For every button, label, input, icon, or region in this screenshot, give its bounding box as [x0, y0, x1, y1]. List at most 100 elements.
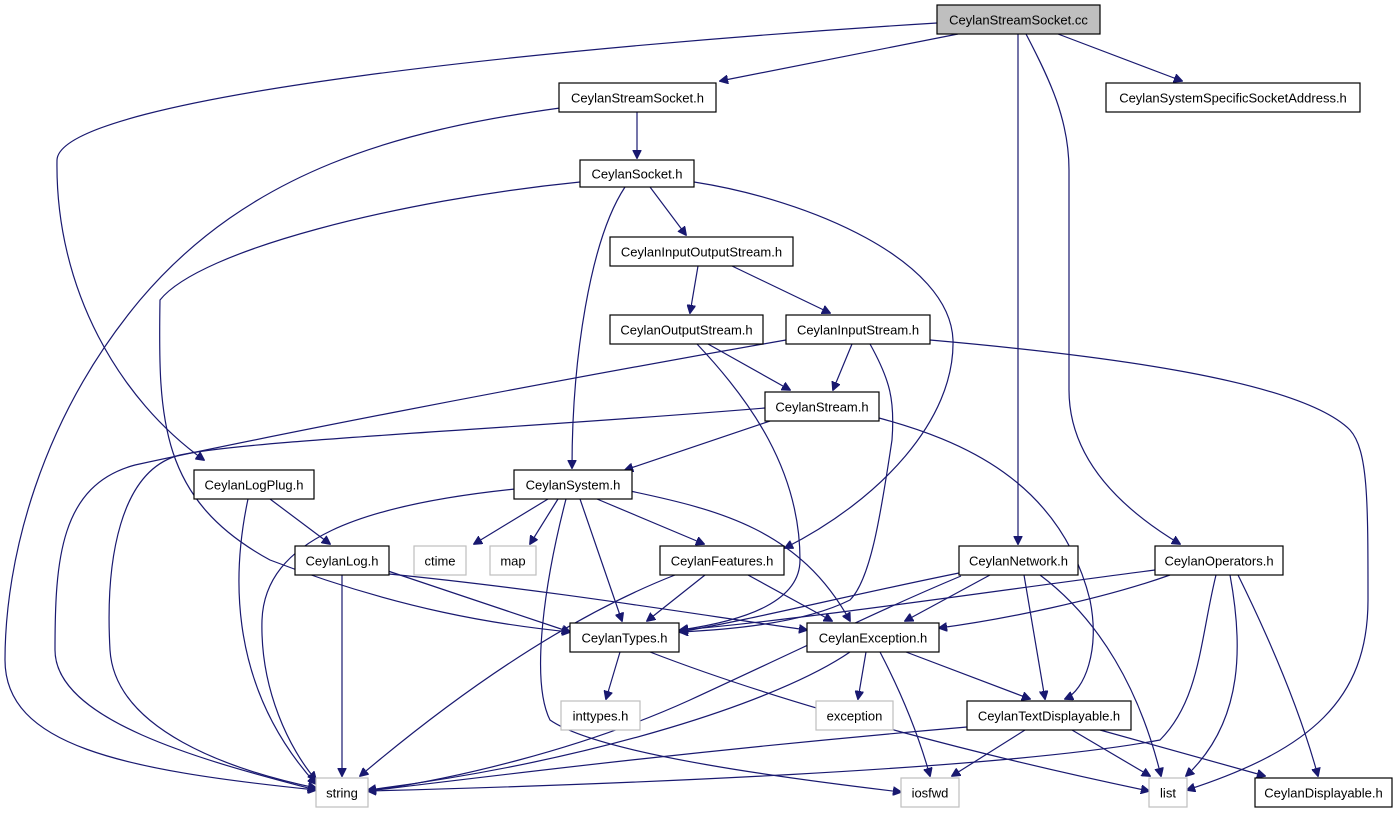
node-label-ctime: ctime [424, 554, 455, 569]
node-label-stream: CeylanStream.h [775, 400, 868, 415]
node-streamSocketH[interactable]: CeylanStreamSocket.h [558, 82, 717, 113]
edge-inStream-to-types [680, 343, 894, 632]
node-box-streamSocketH [558, 82, 717, 113]
node-ioStream[interactable]: CeylanInputOutputStream.h [609, 236, 794, 267]
node-box-log [294, 545, 390, 576]
edge-cc-to-operators [1025, 33, 1180, 544]
node-list: list [1148, 777, 1188, 808]
node-box-ctime [413, 545, 467, 576]
edge-system-to-ctime [474, 498, 549, 544]
node-cc[interactable]: CeylanStreamSocket.cc [936, 4, 1101, 35]
node-system[interactable]: CeylanSystem.h [513, 469, 633, 500]
node-outStream[interactable]: CeylanOutputStream.h [609, 314, 764, 345]
edge-log-to-types [387, 570, 570, 632]
edge-stream-to-system [625, 420, 771, 470]
node-label-textDisp: CeylanTextDisplayable.h [978, 709, 1120, 724]
edge-exception-to-iosfwd [879, 651, 930, 776]
edge-features-to-types [647, 574, 706, 621]
node-features[interactable]: CeylanFeatures.h [659, 545, 785, 576]
node-map: map [489, 545, 537, 576]
edge-streamSocketH-to-string [4, 107, 561, 790]
edge-outStream-to-types [680, 343, 801, 630]
node-box-map [489, 545, 537, 576]
edges-layer [4, 22, 1369, 792]
node-label-socketH: CeylanSocket.h [591, 167, 682, 182]
edge-inStream-to-string [54, 339, 787, 790]
node-sysSockAddr[interactable]: CeylanSystemSpecificSocketAddress.h [1105, 82, 1361, 113]
edge-system-to-features [596, 498, 704, 544]
edge-stream-to-string [108, 407, 766, 788]
node-label-inttypes: inttypes.h [573, 709, 629, 724]
edge-system-to-map [530, 498, 559, 544]
edge-textDisp-to-string [368, 726, 968, 791]
edge-ioStream-to-inStream [731, 265, 830, 313]
edge-inStream-to-list [929, 339, 1369, 790]
node-ctime: ctime [413, 545, 467, 576]
edge-socketH-to-types [159, 181, 581, 632]
node-box-list [1148, 777, 1188, 808]
node-label-types: CeylanTypes.h [582, 631, 668, 646]
edge-logPlug-to-string [238, 498, 316, 784]
node-label-streamSocketH: CeylanStreamSocket.h [571, 91, 704, 106]
node-box-exception [806, 622, 940, 653]
edge-features-to-exception [747, 574, 832, 621]
node-types[interactable]: CeylanTypes.h [569, 622, 680, 653]
edge-logPlug-to-log [269, 498, 330, 544]
edge-operators-to-types [680, 569, 1156, 630]
node-box-system [513, 469, 633, 500]
node-label-list: list [1160, 786, 1176, 801]
node-label-map: map [500, 554, 525, 569]
node-label-outStream: CeylanOutputStream.h [620, 323, 752, 338]
edge-operators-to-string [368, 574, 1217, 791]
node-label-exception: CeylanException.h [819, 631, 927, 646]
node-label-sysSockAddr: CeylanSystemSpecificSocketAddress.h [1119, 91, 1347, 106]
node-box-string [315, 777, 369, 808]
node-operators[interactable]: CeylanOperators.h [1154, 545, 1284, 576]
node-box-displayable [1254, 777, 1393, 808]
node-label-ioStream: CeylanInputOutputStream.h [621, 245, 782, 260]
node-box-textDisp [966, 700, 1132, 731]
node-inStream[interactable]: CeylanInputStream.h [785, 314, 931, 345]
edge-operators-to-exception [939, 574, 1171, 628]
node-logPlug[interactable]: CeylanLogPlug.h [193, 469, 315, 500]
node-box-network [958, 545, 1079, 576]
node-label-inStream: CeylanInputStream.h [797, 323, 919, 338]
edge-operators-to-displayable [1237, 574, 1318, 776]
edge-network-to-textDisp [1023, 574, 1045, 699]
node-socketH[interactable]: CeylanSocket.h [579, 159, 695, 188]
node-box-sysSockAddr [1105, 82, 1361, 113]
edge-network-to-list [1039, 574, 1161, 776]
node-textDisp[interactable]: CeylanTextDisplayable.h [966, 700, 1132, 731]
edge-ioStream-to-outStream [690, 265, 699, 313]
edge-operators-to-list [1186, 574, 1238, 776]
edge-types-to-inttypes [606, 651, 621, 699]
edge-system-to-exception [629, 490, 850, 621]
node-network[interactable]: CeylanNetwork.h [958, 545, 1079, 576]
node-label-logPlug: CeylanLogPlug.h [204, 478, 303, 493]
edge-types-to-list [649, 651, 1149, 791]
node-iosfwd: iosfwd [900, 777, 960, 808]
node-box-iosfwd [900, 777, 960, 808]
edge-socketH-to-ioStream [649, 186, 686, 235]
node-label-string: string [326, 786, 358, 801]
edge-socketH-to-system [572, 186, 626, 468]
node-label-features: CeylanFeatures.h [671, 554, 774, 569]
node-label-log: CeylanLog.h [306, 554, 379, 569]
edge-cc-to-sysSockAddr [1057, 33, 1182, 81]
edge-network-to-string [368, 575, 962, 791]
node-box-logPlug [193, 469, 315, 500]
node-stream[interactable]: CeylanStream.h [764, 391, 880, 422]
node-displayable[interactable]: CeylanDisplayable.h [1254, 777, 1393, 808]
edge-system-to-string [261, 488, 516, 780]
edge-network-to-types [679, 572, 960, 632]
node-label-cc: CeylanStreamSocket.cc [949, 13, 1088, 28]
edge-outStream-to-stream [707, 343, 790, 390]
node-log[interactable]: CeylanLog.h [294, 545, 390, 576]
edge-system-to-iosfwd [540, 498, 901, 792]
edge-textDisp-to-iosfwd [952, 729, 1026, 776]
node-box-stream [764, 391, 880, 422]
node-string: string [315, 777, 369, 808]
node-box-socketH [579, 159, 695, 188]
node-exception[interactable]: CeylanException.h [806, 622, 940, 653]
edge-socketH-to-features [693, 181, 954, 548]
